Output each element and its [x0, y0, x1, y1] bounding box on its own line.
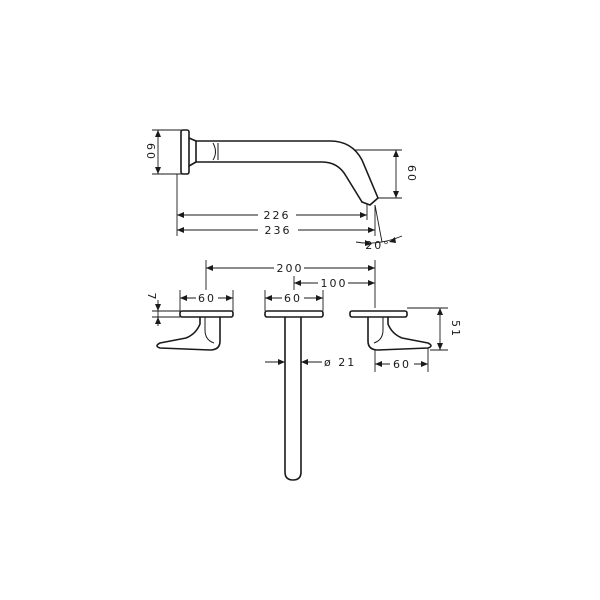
dim-label-200: 200: [277, 262, 304, 275]
spout-wall-flange: [180, 129, 190, 175]
dim-spout-flange-height: 60: [144, 129, 182, 175]
dim-label-7: 7: [145, 293, 158, 302]
dim-right-handle-height: 51: [407, 307, 462, 351]
dim-spout-drop: 60: [354, 149, 418, 199]
center-flange: [264, 310, 324, 318]
dim-left-handle-offset: 7: [145, 293, 180, 326]
dim-spout-angle: 20°: [355, 204, 403, 252]
dim-label-stem-diameter: ø 21: [324, 356, 356, 369]
dim-label-center-60: 60: [284, 292, 302, 305]
dim-handle-spacing: 200: [205, 260, 376, 308]
right-handle-lever: [367, 316, 432, 351]
dim-label-51: 51: [449, 320, 462, 338]
dim-label-spout-drop: 60: [405, 165, 418, 183]
dim-label-right-60: 60: [393, 358, 411, 371]
dim-label-angle: 20°: [365, 239, 391, 252]
dim-label-left-60: 60: [198, 292, 216, 305]
spout-body: [195, 140, 379, 199]
right-handle: [349, 310, 432, 351]
left-handle-flange: [179, 310, 234, 318]
spout-collar: [188, 137, 197, 167]
dim-center-offset: 100: [293, 276, 375, 292]
dim-spout-lengths: 226 236: [176, 174, 376, 237]
left-handle: [156, 310, 234, 351]
right-handle-flange: [349, 310, 408, 318]
dim-label-226: 226: [264, 209, 291, 222]
center-stem: [284, 316, 302, 481]
dim-stem-diameter: ø 21: [265, 356, 356, 369]
left-handle-lever: [156, 316, 221, 351]
dim-label-236: 236: [265, 224, 292, 237]
dim-label-100: 100: [321, 277, 348, 290]
dim-left-flange-width: 60: [179, 290, 234, 311]
dim-center-flange-width: 60: [264, 290, 324, 311]
spout-side-view: [180, 129, 379, 206]
dim-label-flange-height: 60: [144, 143, 157, 161]
center-spout-front: [264, 310, 324, 481]
dim-right-flange-width: 60: [374, 348, 429, 372]
